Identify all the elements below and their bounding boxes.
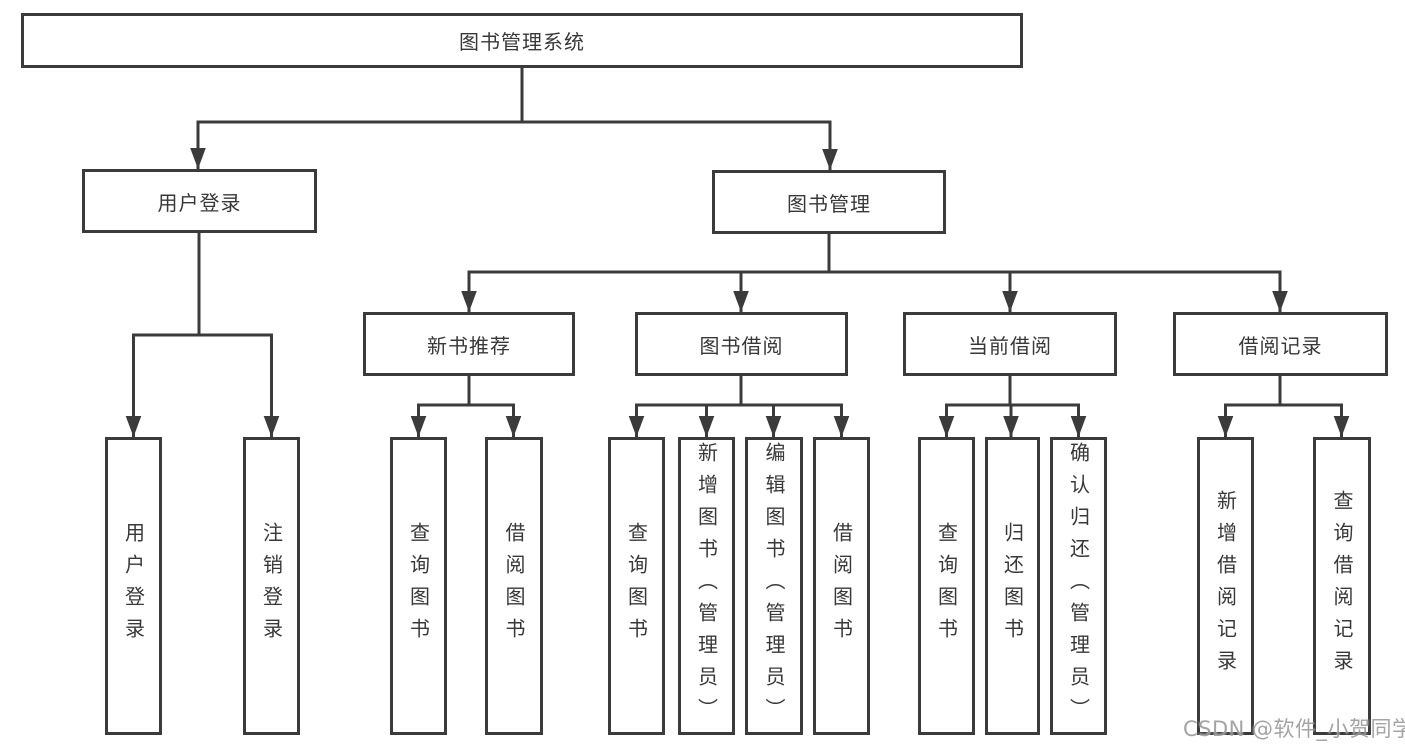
node-borrow-records: 借阅记录 xyxy=(1173,312,1388,376)
csdn-watermark: CSDN @软件_小贺同学 xyxy=(1183,717,1405,741)
leaf-add-books-admin: 新增图书（管理员） xyxy=(678,437,735,735)
leaf-query-borrow-record: 查询借阅记录 xyxy=(1313,437,1371,735)
leaf-logout: 注销登录 xyxy=(243,437,300,735)
leaf-query-books-borrow: 查询图书 xyxy=(608,437,665,735)
node-book-borrow: 图书借阅 xyxy=(635,312,848,376)
leaf-borrow-books-recommend: 借阅图书 xyxy=(485,437,543,735)
leaf-add-borrow-record: 新增借阅记录 xyxy=(1197,437,1254,735)
node-book-management: 图书管理 xyxy=(712,170,946,234)
node-current-borrow: 当前借阅 xyxy=(903,312,1117,376)
leaf-query-books-current: 查询图书 xyxy=(918,437,975,735)
node-library-management-system: 图书管理系统 xyxy=(21,13,1023,68)
node-user-login: 用户登录 xyxy=(82,169,317,233)
leaf-query-books-recommend: 查询图书 xyxy=(390,437,447,735)
leaf-edit-books-admin: 编辑图书（管理员） xyxy=(745,437,803,735)
leaf-borrow-books: 借阅图书 xyxy=(813,437,870,735)
leaf-return-books: 归还图书 xyxy=(985,437,1040,735)
leaf-confirm-return-admin: 确认归还（管理员） xyxy=(1050,437,1107,735)
node-new-book-recommend: 新书推荐 xyxy=(363,312,575,376)
leaf-user-login: 用户登录 xyxy=(105,437,162,735)
